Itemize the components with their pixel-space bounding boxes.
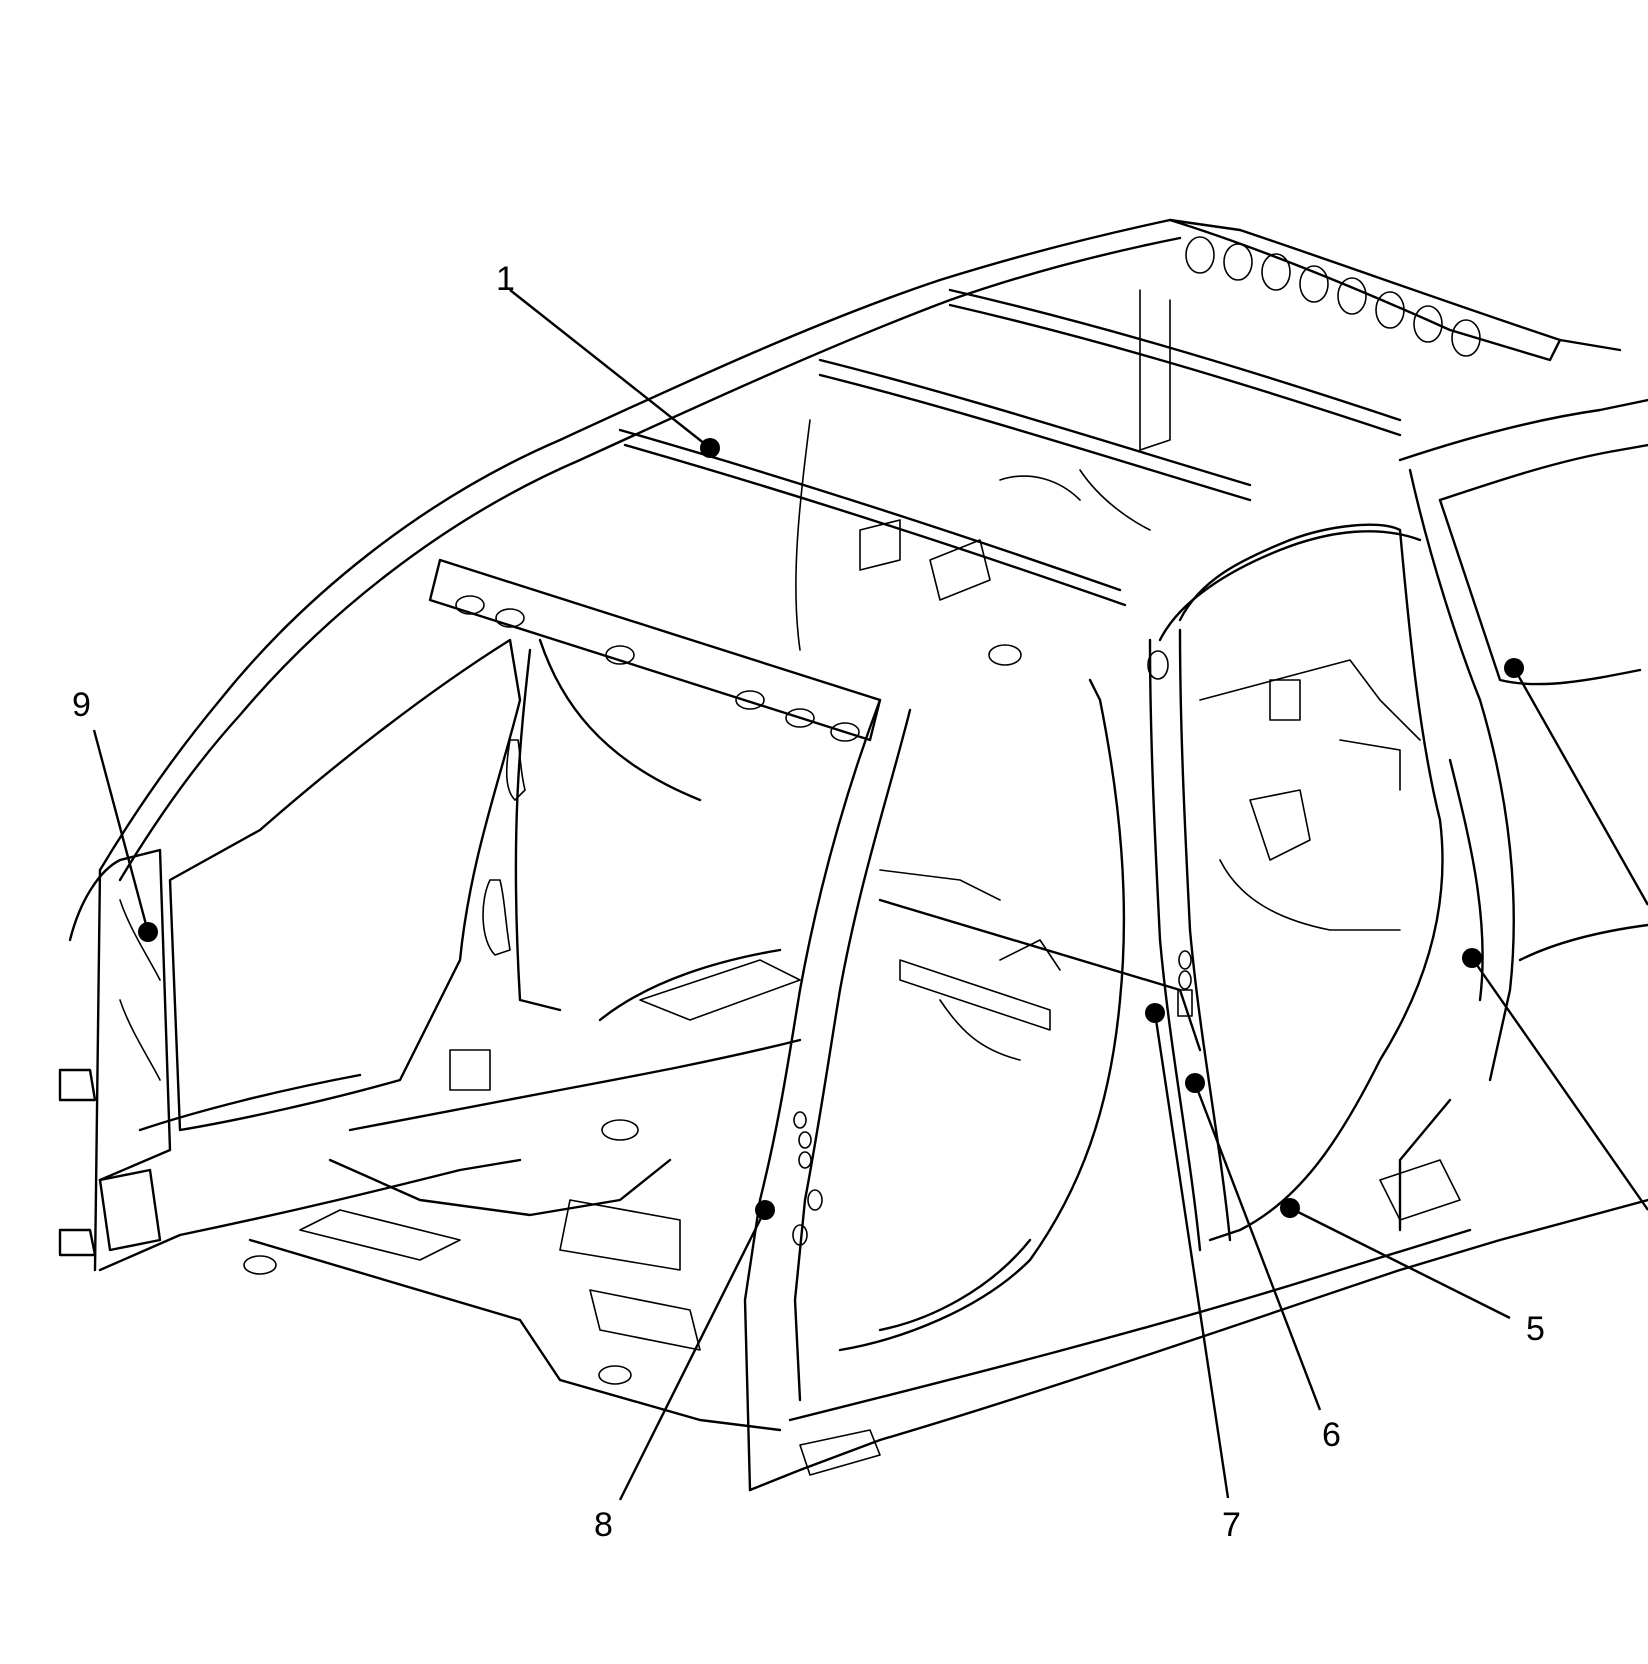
callout-6-label: 6 [1322,1416,1341,1454]
callout-1-leader [509,289,711,449]
edge-pointer-upper-leader [1512,667,1648,906]
callout-6: 6 [1185,1073,1341,1454]
callout-5-dot [1280,1198,1300,1218]
vehicle-body-structure-icon [58,218,1648,1492]
callout-9-dot [138,922,158,942]
edge-pointer-lower-leader [1471,957,1648,1211]
callout-9: 9 [72,686,158,942]
callout-6-leader [1193,1082,1322,1411]
callout-8-label: 8 [594,1506,613,1544]
callout-7-label: 7 [1222,1506,1241,1544]
callout-9-label: 9 [72,686,91,724]
callout-6-dot [1185,1073,1205,1093]
callout-5: 5 [1280,1198,1545,1348]
callout-8: 8 [594,1200,775,1544]
callout-1-label: 1 [496,260,515,298]
callout-7-leader [1153,1012,1230,1499]
callout-edge-pointer [1462,658,1648,1211]
callout-1-dot [700,438,720,458]
edge-pointer-lower-dot [1462,948,1482,968]
edge-pointer-upper-dot [1504,658,1524,678]
callout-9-leader [92,729,150,933]
callout-7-dot [1145,1003,1165,1023]
roof-holes [1185,236,1481,357]
callout-8-dot [755,1200,775,1220]
callout-5-label: 5 [1526,1310,1545,1348]
callout-7: 7 [1145,1003,1241,1544]
callout-8-leader [618,1209,767,1501]
callout-1: 1 [496,260,720,458]
callout-5-leader [1289,1206,1511,1320]
